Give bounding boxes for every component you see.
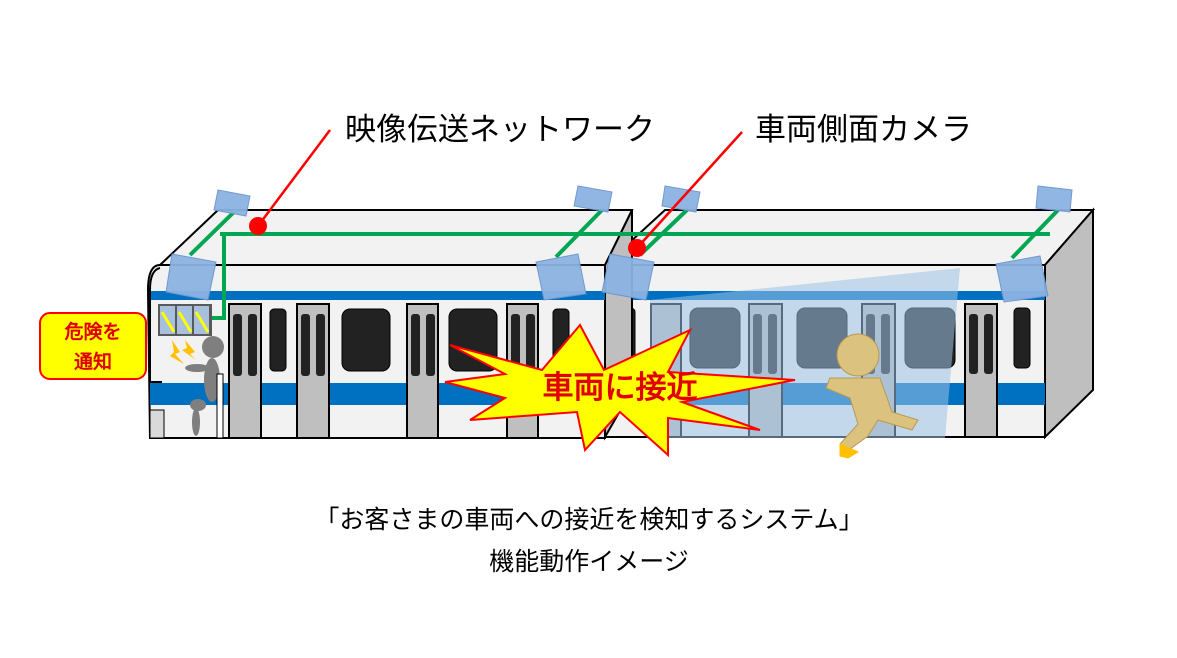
- camera-icon: [165, 253, 217, 301]
- caption-title: 「お客さまの車両への接近を検知するシステム」: [314, 505, 863, 534]
- network-label: 映像伝送ネットワーク: [345, 112, 655, 148]
- cab-monitor: [158, 304, 212, 364]
- side-cameras: [165, 185, 1073, 303]
- running-passenger-figure: [825, 333, 919, 459]
- camera-label: 車両側面カメラ: [755, 112, 972, 148]
- burst-text: 車両に接近: [543, 370, 698, 406]
- camera-icon: [1035, 185, 1073, 213]
- video-network-lines: [188, 207, 1061, 320]
- label-pointers: [249, 129, 743, 257]
- alert-flash-icon: [170, 340, 184, 364]
- camera-icon: [601, 253, 655, 301]
- approach-warning-burst: 車両に接近: [444, 323, 796, 458]
- caption-subtitle: 機能動作イメージ: [489, 547, 689, 576]
- camera-icon: [535, 253, 587, 301]
- driver-figure: [185, 336, 224, 439]
- alert-badge-line1: 危険を: [64, 320, 121, 343]
- camera-icon: [995, 255, 1049, 303]
- camera-icon: [573, 185, 613, 213]
- alert-badge: 危険を 通知: [39, 312, 147, 380]
- camera-icon: [213, 189, 251, 217]
- alert-badge-line2: 通知: [74, 350, 112, 373]
